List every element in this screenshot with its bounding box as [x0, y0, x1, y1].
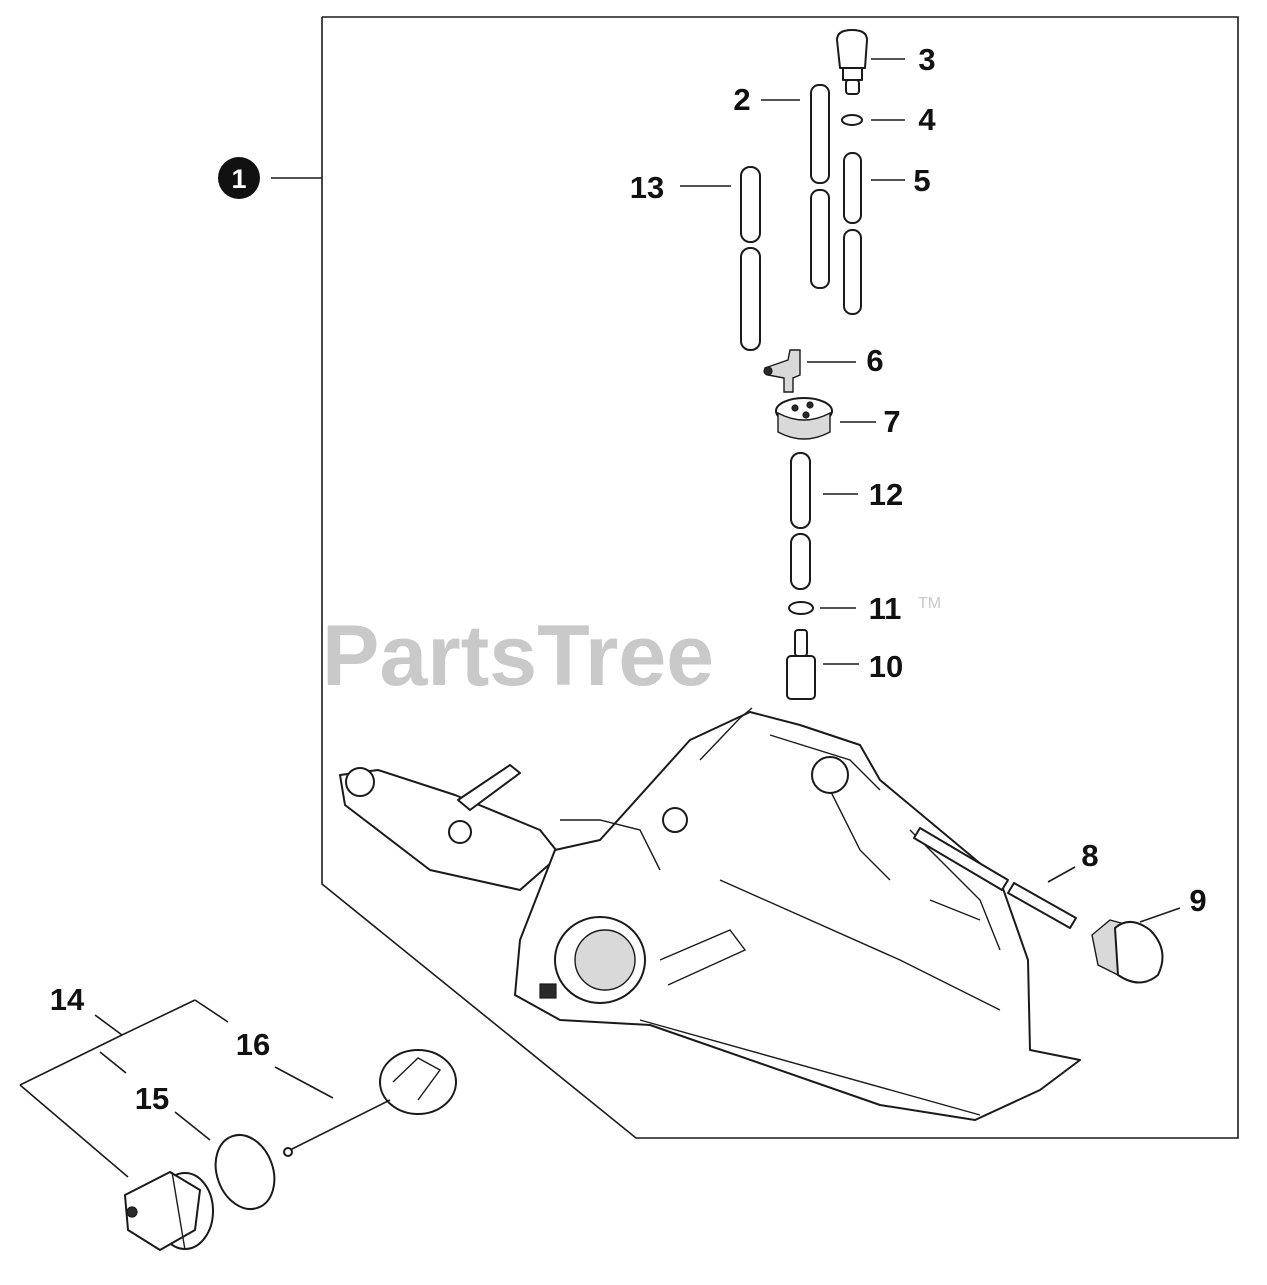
part-15-gasket[interactable]	[206, 1127, 285, 1218]
watermark: PartsTree TM	[322, 595, 941, 704]
part-5-tube[interactable]	[843, 152, 862, 315]
part-9-primer-bulb[interactable]	[1091, 919, 1164, 984]
part-12-tube[interactable]	[790, 452, 811, 590]
oil-tank-housing[interactable]	[339, 707, 1081, 1121]
part-2-tube[interactable]	[810, 84, 830, 289]
assembly-badge[interactable]: 1	[218, 157, 322, 199]
part-6-elbow-fitting[interactable]	[763, 349, 801, 393]
callout-8[interactable]: 8	[1081, 838, 1098, 873]
part-14-tank-cap[interactable]	[124, 1171, 214, 1251]
callout-2[interactable]: 2	[733, 82, 750, 117]
part-3-filter-cap[interactable]	[836, 29, 868, 95]
callout-9[interactable]: 9	[1189, 883, 1206, 918]
assembly-badge-label: 1	[231, 164, 246, 194]
callout-13[interactable]: 13	[630, 170, 664, 205]
callout-4[interactable]: 4	[918, 102, 936, 137]
part-13-tube[interactable]	[740, 166, 761, 351]
callout-labels: 2 3 4 5 6 7 8 9 10 11 12 13 14 15 16	[50, 42, 1207, 1116]
part-11-o-ring[interactable]	[788, 601, 814, 615]
assembly-frame	[321, 16, 1239, 1139]
watermark-text: PartsTree	[322, 608, 714, 704]
callout-6[interactable]: 6	[866, 343, 883, 378]
part-8-tube[interactable]	[913, 827, 1077, 929]
callout-14[interactable]: 14	[50, 982, 85, 1017]
part-10-filter[interactable]	[786, 629, 816, 700]
callout-12[interactable]: 12	[869, 477, 903, 512]
part-16-strainer[interactable]	[283, 1049, 457, 1157]
callout-16[interactable]: 16	[236, 1027, 270, 1062]
watermark-tm: TM	[918, 595, 941, 612]
callout-11[interactable]: 11	[869, 591, 902, 626]
part-7-grommet[interactable]	[775, 397, 833, 440]
callout-15[interactable]: 15	[135, 1081, 169, 1116]
callout-3[interactable]: 3	[918, 42, 935, 77]
callout-7[interactable]: 7	[883, 404, 900, 439]
callout-10[interactable]: 10	[869, 649, 903, 684]
part-4-o-ring[interactable]	[841, 114, 863, 126]
leader-lines	[19, 58, 1181, 1178]
callout-5[interactable]: 5	[913, 163, 930, 198]
